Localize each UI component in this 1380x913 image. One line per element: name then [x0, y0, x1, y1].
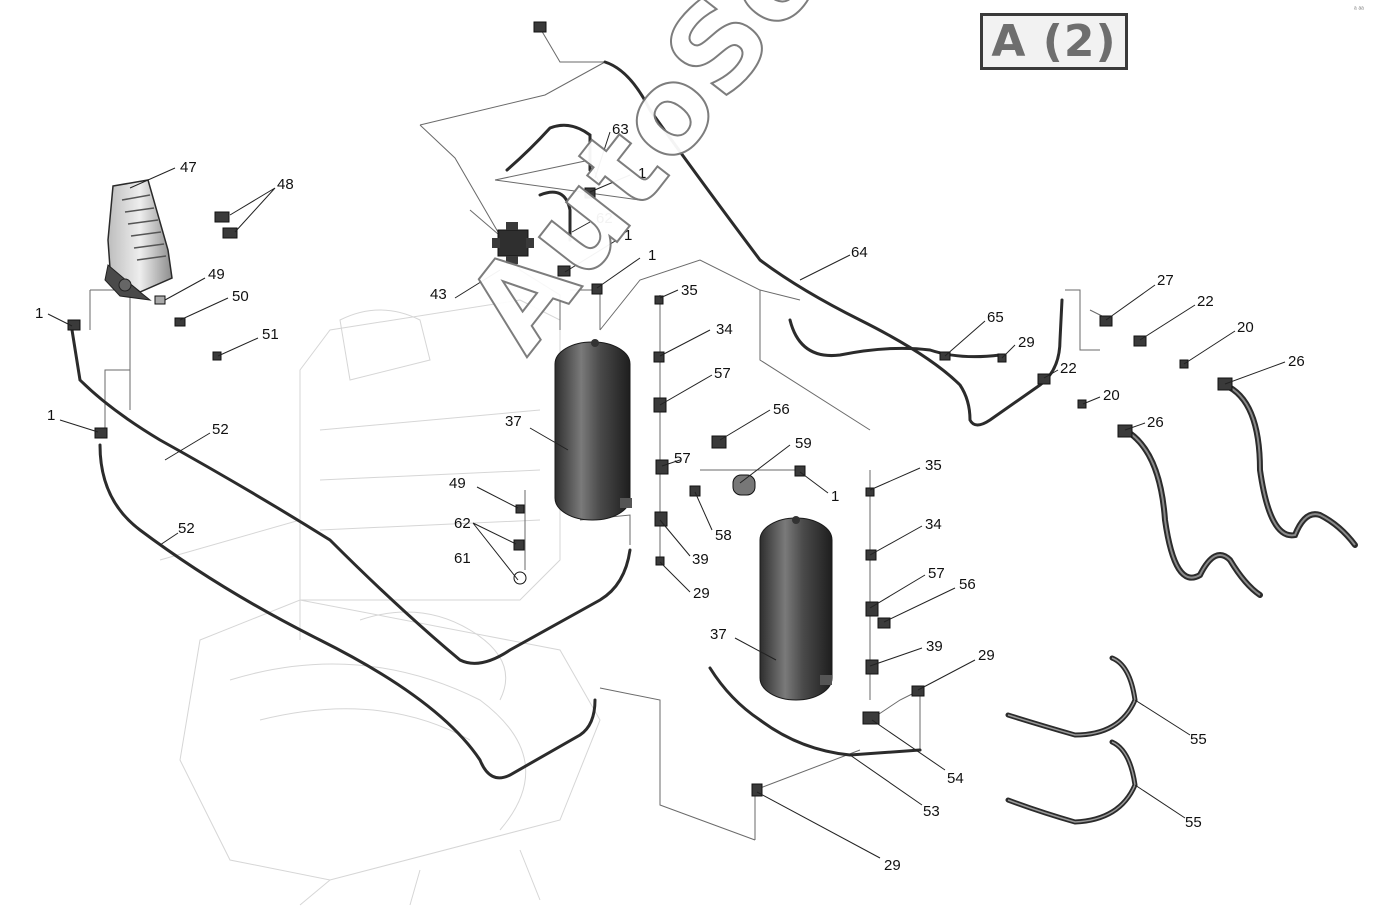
- hose-inner-highlight: [1124, 384, 1356, 596]
- callout-34-a: 34: [716, 321, 733, 338]
- callout-47: 47: [180, 159, 197, 176]
- hose-65: [788, 318, 1002, 359]
- callout-34-b: 34: [925, 516, 942, 533]
- callout-20-a: 20: [1103, 387, 1120, 404]
- callout-leaders: [47, 131, 1286, 859]
- callout-35-a: 35: [681, 282, 698, 299]
- callout-62: 62: [596, 210, 613, 227]
- callout-57-c: 57: [928, 565, 945, 582]
- callout-56-b: 56: [959, 576, 976, 593]
- callout-1-c: 1: [638, 165, 646, 182]
- callout-61: 62: [454, 515, 471, 532]
- callout-43: 43: [430, 286, 447, 303]
- air-tank-37-right: [759, 516, 833, 701]
- callout-1-d: 1: [624, 227, 632, 244]
- callout-63: 63: [612, 121, 629, 138]
- callout-57-b: 57: [674, 450, 691, 467]
- callout-1-e: 1: [648, 247, 656, 264]
- air-tank-37-left: [554, 339, 632, 521]
- callout-64: 64: [851, 244, 868, 261]
- callout-55-b: 55: [1185, 814, 1202, 831]
- callout-37-a: 37: [505, 413, 522, 430]
- callout-52-b: 52: [178, 520, 195, 537]
- view-label: A (2): [980, 13, 1128, 70]
- callout-20-b: 20: [1237, 319, 1254, 336]
- callout-29-a: 29: [693, 585, 710, 602]
- callout-37-b: 37: [710, 626, 727, 643]
- callout-1-f: 1: [831, 488, 839, 505]
- callout-58: 58: [715, 527, 732, 544]
- brake-valve-43: [492, 222, 534, 264]
- brake-hoses: [70, 60, 1064, 780]
- hose-53: [708, 666, 922, 757]
- callout-1-a: 1: [35, 305, 43, 322]
- hose-63: [505, 123, 592, 172]
- hose-62: [538, 190, 572, 242]
- callout-55-a: 55: [1190, 731, 1207, 748]
- clamps-55-highlight: [1007, 657, 1136, 823]
- callout-52-a: 52: [212, 421, 229, 438]
- corner-mark: ᵃ ᵃᵃ: [1354, 6, 1364, 13]
- callout-48: 48: [277, 176, 294, 193]
- hose-52-upper: [70, 328, 632, 665]
- callout-59: 59: [795, 435, 812, 452]
- callout-49-b: 49: [449, 475, 466, 492]
- callout-29-c: 29: [884, 857, 901, 874]
- callout-29-b: 29: [978, 647, 995, 664]
- callout-53: 53: [923, 803, 940, 820]
- callout-54: 54: [947, 770, 964, 787]
- callout-39-b: 39: [926, 638, 943, 655]
- fittings: [67, 21, 1233, 797]
- callout-57-a: 57: [714, 365, 731, 382]
- brake-pedal-47: [104, 179, 173, 301]
- callout-22-b: 22: [1197, 293, 1214, 310]
- callout-1-b: 1: [47, 407, 55, 424]
- callout-26-b: 26: [1288, 353, 1305, 370]
- callout-35-b: 35: [925, 457, 942, 474]
- background-frame-sketch: [159, 299, 601, 906]
- callout-51: 51: [262, 326, 279, 343]
- hose-64: [603, 60, 1064, 427]
- clamps-55: [1005, 655, 1138, 825]
- callout-50: 50: [232, 288, 249, 305]
- callout-29-d: 29: [1018, 334, 1035, 351]
- callout-60: 61: [454, 550, 471, 567]
- callout-39-a: 39: [692, 551, 709, 568]
- callout-27: 27: [1157, 272, 1174, 289]
- callout-labels: 47 48 49 50 51 1 1 52 52 43 63 1 62 1 1 …: [35, 121, 1305, 874]
- callout-22-a: 22: [1060, 360, 1077, 377]
- callout-65: 65: [987, 309, 1004, 326]
- callout-56-a: 56: [773, 401, 790, 418]
- hose-52-lower: [98, 443, 597, 780]
- callout-26-a: 26: [1147, 414, 1164, 431]
- callout-49-pedal: 49: [208, 266, 225, 283]
